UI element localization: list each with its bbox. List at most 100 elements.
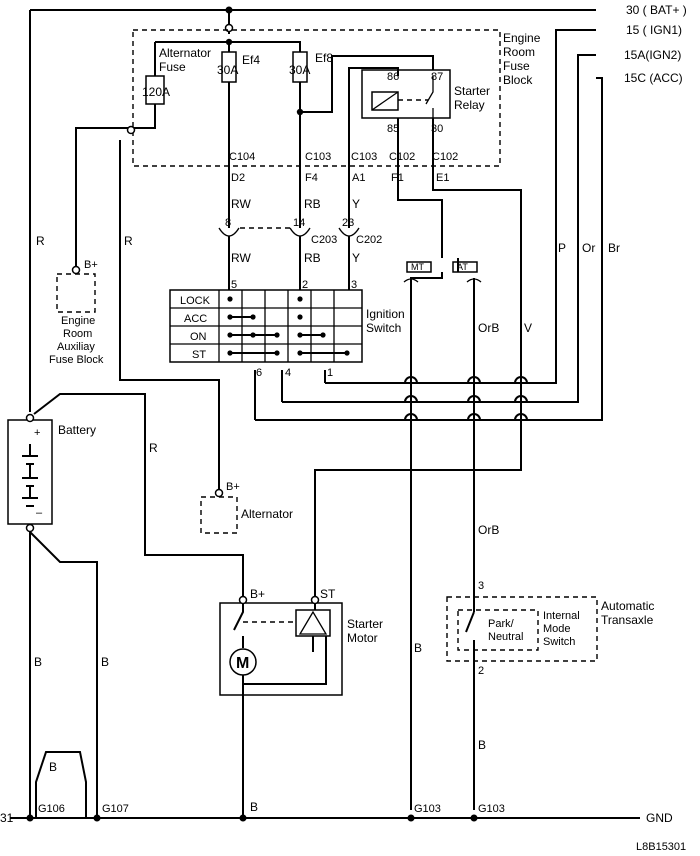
fuse-ef8 [292,51,308,83]
fuse-block-title-1: Engine [503,31,541,45]
c102-label-a: C102 [389,151,415,163]
automatic-transaxle-label-2: Transaxle [601,613,654,627]
wire-rb-1: RB [304,197,321,211]
engine-room-auxiliary-fuse-block: B+ Engine Room Auxiliay Fuse Block [49,259,104,366]
switch-row-lock: LOCK [180,295,211,307]
battery-plus: + [34,427,40,439]
alternator-fuse-label-1: Alternator [159,46,211,60]
relay-pin-85: 85 [387,123,399,135]
wire-crossovers [404,376,528,421]
automatic-transaxle-label-1: Automatic [601,599,654,613]
pin-4: 4 [285,367,291,379]
ignition-switch-label-1: Ignition [366,307,405,321]
relay-pin-30: 30 [431,123,443,135]
acc-wire [255,77,603,421]
wire-color-labels: RW RB Y RW RB Y R R R P Or Br OrB V OrB … [34,197,620,814]
wire-orb-2: OrB [478,523,499,537]
ground-labels: G106 G107 G103 G103 [38,803,505,815]
wire-or: Or [582,241,595,255]
mt-label: MT [411,262,424,272]
pin-f4: F4 [305,172,318,184]
park-neutral-label-1: Park/ [488,618,515,630]
fuse-bus-wire [155,41,301,52]
fuse-block-title-4: Block [503,73,533,87]
wire-r-left: R [36,234,45,248]
mt-ground-wire [410,272,443,810]
rail-labels: 30 ( BAT+ ) 15 ( IGN1) 15A(IGN2) 15C (AC… [0,3,687,825]
fuse-120a [145,75,165,105]
ign1-wire [325,29,596,384]
pin-e1: E1 [436,172,449,184]
starter-relay-label-2: Relay [454,98,485,112]
mt-at-connector: MT AT [403,261,482,283]
switch-row-acc: ACC [184,313,207,325]
wire-b-4: B [478,738,486,752]
wire-b-5: B [49,760,57,774]
connector-labels: C104 C103 C103 C102 C102 D2 F4 A1 F1 E1 … [225,151,458,379]
pin-a1: A1 [352,172,365,184]
aux-block-label-1: Engine [61,315,95,327]
battery-starter-r-wire [33,393,244,597]
ignition-switch-label-2: Switch [366,321,401,335]
ef8-label: Ef8 [315,51,333,65]
wire-orb-1: OrB [478,321,499,335]
rail-ign1-label: 15 ( IGN1) [626,23,682,37]
aux-block-bplus: B+ [84,259,98,271]
alternator-r-wire [119,140,220,490]
fuse-block-outline [132,29,501,167]
pin-5: 5 [231,279,237,291]
wire-y-2: Y [352,251,360,265]
c102-label-b: C102 [432,151,458,163]
ground-g106: G106 [38,803,65,815]
relay-85-wire [397,118,443,258]
ground-g103-a: G103 [414,803,441,815]
rail-bat-label: 30 ( BAT+ ) [626,3,687,17]
transaxle-outline [446,596,598,662]
aux-fuse-wire [75,127,131,268]
alternator-bplus: B+ [226,481,240,493]
aux-block-label-4: Fuse Block [49,354,104,366]
automatic-transaxle: 3 2 Park/ Neutral Internal Mode Switch A… [446,580,654,677]
pin-2: 2 [302,279,308,291]
y-wire [348,67,399,228]
wire-b-2: B [101,655,109,669]
at-label: AT [457,262,468,272]
diagram-code: L8B15301 [636,841,686,853]
switch-row-on: ON [190,331,207,343]
starter-relay: 86 87 85 30 Starter Relay [361,69,490,135]
fuse-120a-label: 120A [142,85,170,99]
c103-label-a: C103 [305,151,331,163]
fuse-block-title-2: Room [503,45,535,59]
transaxle-pin-2: 2 [478,665,484,677]
starter-st-wire [314,118,522,597]
starter-relay-body [361,69,451,119]
pin-3: 3 [351,279,357,291]
alternator-fuse-label-2: Fuse [159,60,186,74]
wire-br: Br [608,241,620,255]
wire-r-mid: R [124,234,133,248]
pin-8: 8 [225,217,231,229]
ground-g103-b: G103 [478,803,505,815]
starter-motor-label-2: Motor [347,631,378,645]
starter-motor-st: ST [320,587,336,601]
fuse-ef4 [221,51,237,83]
pin-14: 14 [293,217,305,229]
wire-v: V [524,321,532,335]
battery-label: Battery [58,423,96,437]
battery-ground-g107 [29,531,98,818]
wiring [10,9,640,819]
starter-motor-m: M [236,655,249,672]
aux-block-label-2: Room [63,328,92,340]
starter-motor-body [219,602,343,696]
rail-gnd-label: GND [646,811,673,825]
engine-room-fuse-block: Alternator Fuse 120A Ef4 30A Ef8 30A Eng… [126,29,541,167]
wire-rb-2: RB [304,251,321,265]
g106-strap [35,751,87,818]
splice-points [26,6,478,822]
ef4-label: Ef4 [242,53,260,67]
fuse-block-title-3: Fuse [503,59,530,73]
alternator-outline [200,496,238,534]
aux-block-label-3: Auxiliay [57,341,95,353]
at-tag [452,261,478,273]
